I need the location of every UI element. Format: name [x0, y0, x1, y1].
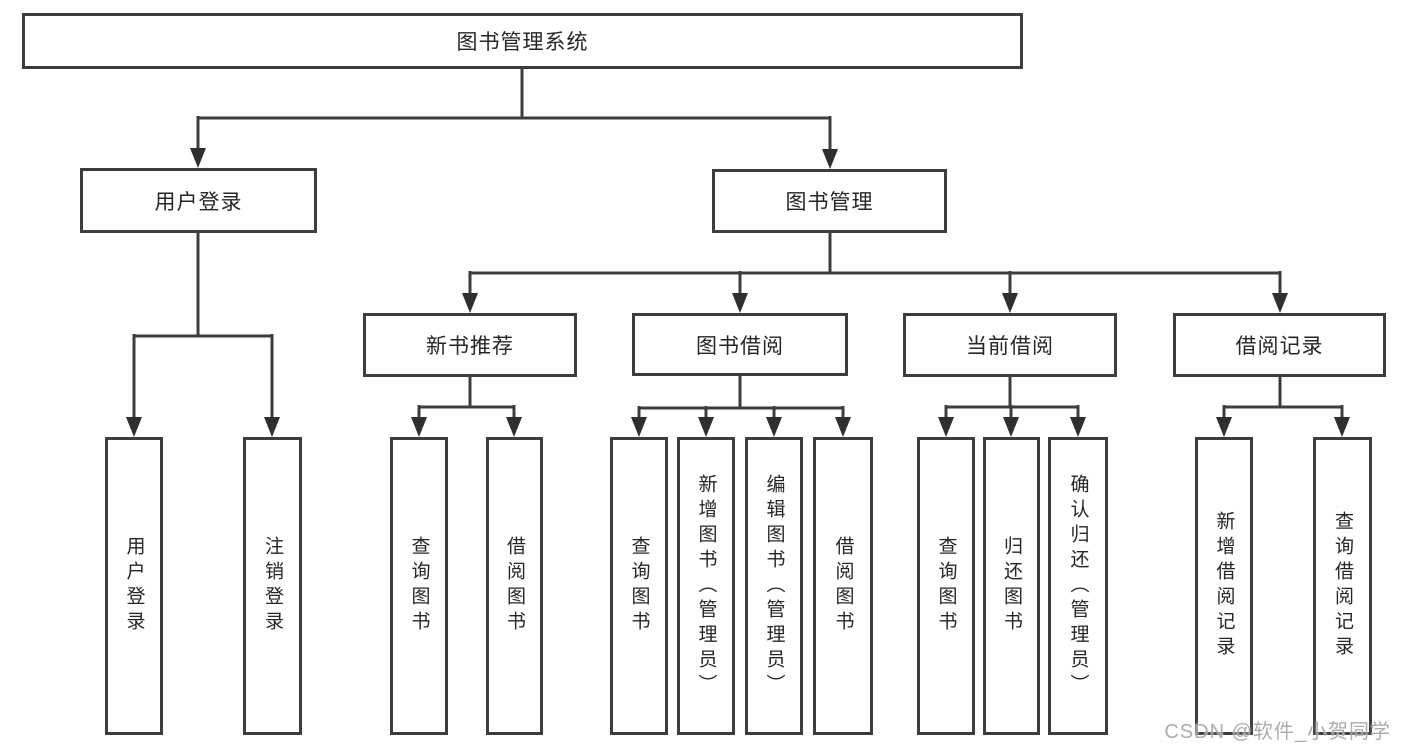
- connector-newbook-to-leaves: [411, 377, 522, 437]
- node-label: 图书管理: [785, 191, 874, 214]
- node-label: 查询图书: [628, 536, 650, 636]
- node-label: 图书管理系统: [456, 31, 589, 54]
- node-label: 借阅图书: [832, 536, 854, 636]
- leaf-query-book-2: 查询图书: [610, 437, 668, 735]
- connector-bookmgmt-to-level3: [462, 233, 1288, 313]
- leaf-confirm-return-admin: 确认归还（管理员）: [1048, 437, 1108, 735]
- leaf-add-book-admin: 新增图书（管理员）: [677, 437, 735, 735]
- node-label: 用户登录: [123, 536, 145, 636]
- connector-userlogin-to-leaves: [126, 233, 280, 437]
- node-label: 借阅图书: [504, 536, 525, 636]
- connector-bookborrow-to-leaves: [631, 376, 851, 437]
- leaf-query-book-3: 查询图书: [917, 437, 975, 735]
- connector-borrowrecord-to-leaves: [1216, 377, 1350, 437]
- leaf-query-borrow-record: 查询借阅记录: [1313, 437, 1372, 735]
- leaf-user-login: 用户登录: [105, 437, 163, 735]
- node-label: 查询借阅记录: [1332, 511, 1353, 661]
- node-label: 借阅记录: [1235, 335, 1324, 358]
- node-label: 注销登录: [262, 536, 283, 636]
- node-root-library-system: 图书管理系统: [22, 13, 1023, 69]
- node-book-management: 图书管理: [712, 169, 947, 233]
- node-label: 查询图书: [935, 536, 957, 636]
- leaf-borrow-book-2: 借阅图书: [813, 437, 873, 735]
- connector-currentborrow-to-leaves: [938, 377, 1086, 437]
- connector-root-to-level2: [190, 69, 838, 169]
- csdn-watermark: CSDN @软件_小贺同学: [1164, 721, 1391, 743]
- leaf-logout: 注销登录: [243, 437, 302, 735]
- node-user-login: 用户登录: [80, 168, 317, 233]
- node-label: 新书推荐: [426, 335, 514, 358]
- node-label: 新增借阅记录: [1213, 511, 1235, 661]
- node-new-book-recommend: 新书推荐: [363, 313, 577, 377]
- node-label: 图书借阅: [696, 334, 784, 358]
- leaf-query-book-1: 查询图书: [390, 437, 448, 735]
- node-label: 确认归还（管理员）: [1067, 473, 1089, 699]
- node-borrowing-records: 借阅记录: [1173, 313, 1386, 377]
- node-label: 查询图书: [408, 536, 430, 636]
- node-label: 编辑图书（管理员）: [763, 473, 785, 699]
- node-label: 新增图书（管理员）: [695, 473, 717, 699]
- node-book-borrowing: 图书借阅: [632, 313, 848, 376]
- node-label: 用户登录: [154, 190, 243, 214]
- leaf-edit-book-admin: 编辑图书（管理员）: [745, 437, 803, 735]
- node-current-borrowing: 当前借阅: [903, 313, 1117, 377]
- leaf-borrow-book-1: 借阅图书: [486, 437, 543, 735]
- node-label: 归还图书: [1001, 536, 1022, 636]
- node-label: 当前借阅: [966, 335, 1054, 358]
- leaf-add-borrow-record: 新增借阅记录: [1195, 437, 1253, 735]
- leaf-return-book: 归还图书: [983, 437, 1040, 735]
